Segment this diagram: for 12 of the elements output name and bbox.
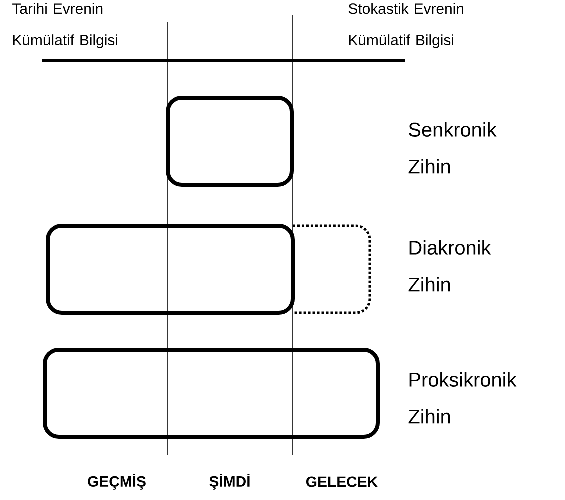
rounded-box	[166, 96, 294, 187]
rounded-box	[46, 224, 295, 315]
mind-label: Proksikronik Zihin	[408, 372, 517, 424]
corner-note: Tarihi Evrenin Kümülatif Bilgisi	[12, 3, 118, 48]
time-label: GEÇMİŞ	[88, 474, 146, 490]
time-label: GELECEK	[306, 476, 378, 488]
mind-label: Senkronik Zihin	[408, 122, 497, 174]
mind-label: Diakronik Zihin	[408, 240, 492, 292]
rounded-box	[43, 348, 380, 439]
dotted-box-outline	[293, 224, 372, 314]
corner-note: Stokastik Evrenin Kümülatif Bilgisi	[348, 3, 464, 48]
time-label: ŞİMDİ	[210, 474, 250, 490]
